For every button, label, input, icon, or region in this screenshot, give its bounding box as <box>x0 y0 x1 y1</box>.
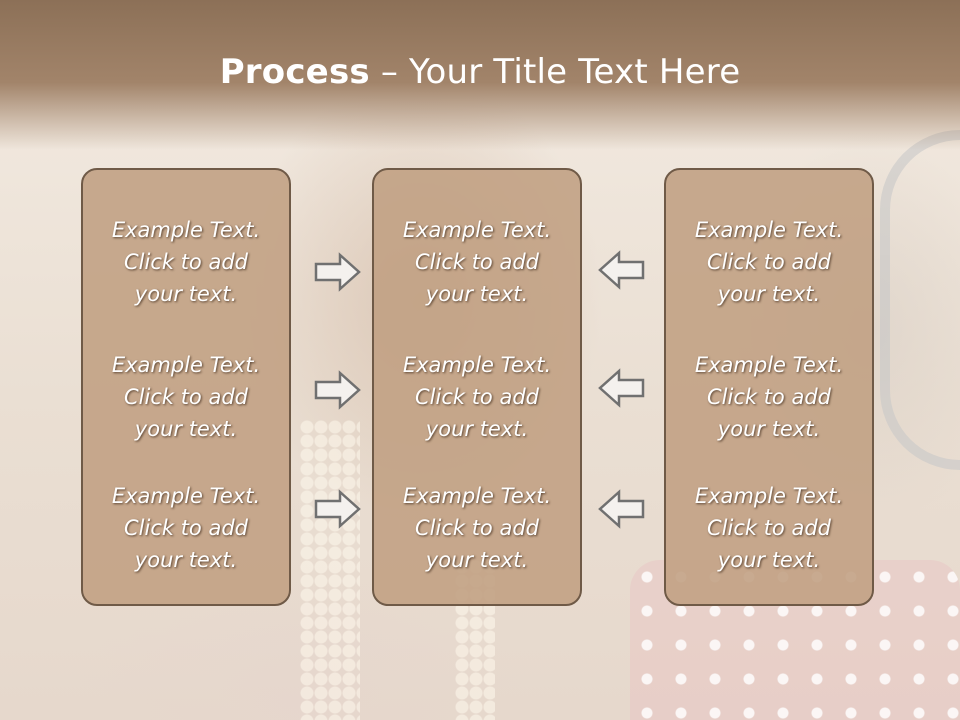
text-line: Click to add <box>123 516 248 540</box>
text-line: Example Text. <box>111 353 261 377</box>
process-box-right[interactable]: Example Text. Click to add your text. Ex… <box>664 168 874 606</box>
text-line: your text. <box>134 417 238 441</box>
text-block[interactable]: Example Text. Click to add your text. <box>374 214 580 310</box>
text-line: your text. <box>425 282 529 306</box>
left-arrow-icon[interactable] <box>597 250 645 290</box>
text-line: your text. <box>717 417 821 441</box>
text-line: Example Text. <box>402 353 552 377</box>
text-line: Example Text. <box>402 218 552 242</box>
text-block[interactable]: Example Text. Click to add your text. <box>666 349 872 445</box>
left-arrow-icon[interactable] <box>597 368 645 408</box>
text-block[interactable]: Example Text. Click to add your text. <box>83 214 289 310</box>
text-block[interactable]: Example Text. Click to add your text. <box>374 480 580 576</box>
text-line: Example Text. <box>402 484 552 508</box>
text-block[interactable]: Example Text. Click to add your text. <box>666 480 872 576</box>
slide-title[interactable]: Process – Your Title Text Here <box>0 52 960 92</box>
mirror-decoration <box>880 130 960 470</box>
pearl-necklace-decoration <box>300 420 360 720</box>
text-block[interactable]: Example Text. Click to add your text. <box>83 349 289 445</box>
text-line: your text. <box>717 548 821 572</box>
text-line: Click to add <box>706 385 831 409</box>
text-line: your text. <box>425 417 529 441</box>
text-line: Click to add <box>414 516 539 540</box>
right-arrow-icon[interactable] <box>314 489 362 529</box>
text-block[interactable]: Example Text. Click to add your text. <box>83 480 289 576</box>
title-rest: – Your Title Text Here <box>369 52 741 92</box>
text-line: Example Text. <box>694 218 844 242</box>
text-line: Example Text. <box>694 353 844 377</box>
text-line: Click to add <box>706 250 831 274</box>
text-line: your text. <box>134 548 238 572</box>
text-line: Click to add <box>414 385 539 409</box>
right-arrow-icon[interactable] <box>314 370 362 410</box>
text-line: Click to add <box>706 516 831 540</box>
process-box-left[interactable]: Example Text. Click to add your text. Ex… <box>81 168 291 606</box>
text-line: Example Text. <box>111 218 261 242</box>
text-line: Click to add <box>123 385 248 409</box>
text-block[interactable]: Example Text. Click to add your text. <box>374 349 580 445</box>
title-bold: Process <box>219 52 370 92</box>
text-line: your text. <box>717 282 821 306</box>
text-line: your text. <box>134 282 238 306</box>
text-line: Example Text. <box>694 484 844 508</box>
right-arrow-icon[interactable] <box>314 252 362 292</box>
text-line: Example Text. <box>111 484 261 508</box>
title-band <box>0 0 960 150</box>
text-block[interactable]: Example Text. Click to add your text. <box>666 214 872 310</box>
text-line: Click to add <box>414 250 539 274</box>
process-box-center[interactable]: Example Text. Click to add your text. Ex… <box>372 168 582 606</box>
text-line: Click to add <box>123 250 248 274</box>
text-line: your text. <box>425 548 529 572</box>
left-arrow-icon[interactable] <box>597 489 645 529</box>
